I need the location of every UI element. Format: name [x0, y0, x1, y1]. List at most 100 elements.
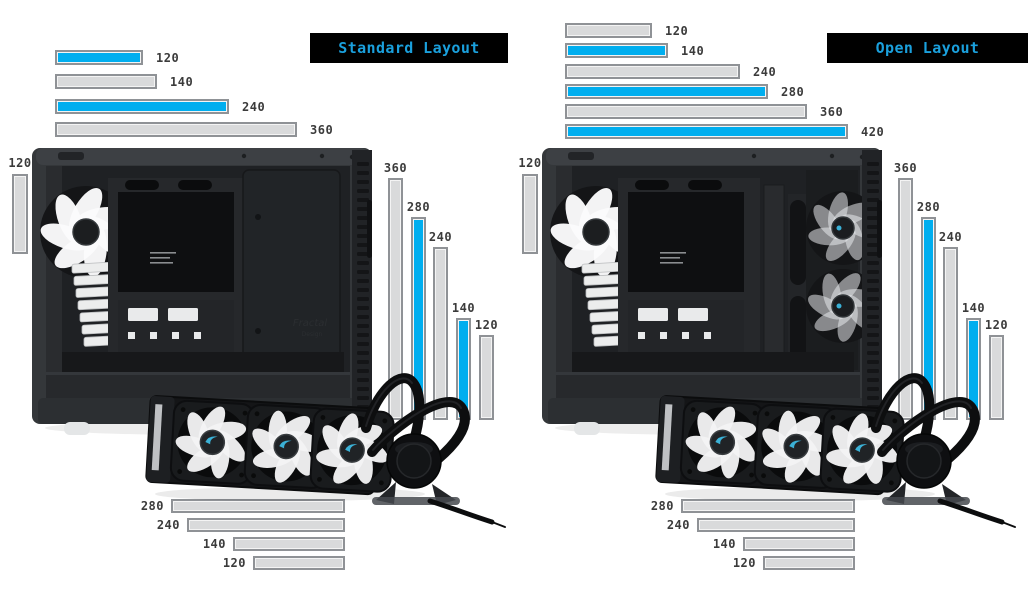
- open-front-bar-120: [989, 335, 1004, 420]
- standard-top-bar-120: [55, 50, 143, 65]
- open-bottom-bar-240: [697, 518, 855, 532]
- open-top-bar-label-140: 140: [681, 43, 705, 58]
- case-shadow: [45, 421, 375, 435]
- radiator-fan: [243, 403, 329, 489]
- motherboard-tray: [618, 178, 760, 396]
- motherboard-tray: [108, 178, 250, 396]
- open-bottom-bar-120: [763, 556, 855, 570]
- standard-top-bar-140: [55, 74, 157, 89]
- standard-front-bar-240: [433, 247, 448, 420]
- radiator-fan: [169, 399, 255, 485]
- center-bracket-column: [253, 184, 298, 394]
- open-front-bar-label-360: 360: [893, 161, 918, 175]
- rear-exhaust-fan: [40, 186, 132, 278]
- case-interior: [556, 166, 860, 400]
- front-vent-strip: [352, 150, 372, 422]
- standard-front-bar-280: [411, 217, 426, 420]
- standard-front-bar-140: [456, 318, 471, 420]
- open-top-bar-280: [565, 84, 768, 99]
- open-bottom-bar-label-140: 140: [712, 537, 736, 551]
- radiator-fan: [679, 399, 765, 485]
- standard-front-bar-label-140: 140: [451, 301, 476, 315]
- rear-wall: [46, 166, 62, 400]
- case-bottom-band: [38, 398, 368, 424]
- open-top-bar-140: [565, 43, 668, 58]
- open-front-bar-label-280: 280: [916, 200, 941, 214]
- radiator-fan: [309, 407, 395, 493]
- standard-top-bar-label-140: 140: [170, 74, 194, 89]
- standard-front-bar-label-360: 360: [383, 161, 408, 175]
- open-bottom-bar-label-280: 280: [650, 499, 674, 513]
- center-bracket-column: [763, 184, 808, 394]
- open-front-bar-label-140: 140: [961, 301, 986, 315]
- case-top-panel: [546, 148, 878, 165]
- case-top-panel: [36, 148, 368, 165]
- pci-slot-covers: [581, 261, 626, 347]
- svg-text:Design: Design: [302, 331, 323, 338]
- standard-front-bar-label-240: 240: [428, 230, 453, 244]
- open-bottom-bar-140: [743, 537, 855, 551]
- standard-bottom-bar-140: [233, 537, 345, 551]
- svg-text:Fractal: Fractal: [293, 318, 328, 329]
- open-front-bar-360: [898, 178, 913, 420]
- open-top-bar-360: [565, 104, 807, 119]
- open-top-bar-label-360: 360: [820, 104, 844, 119]
- standard-top-bar-240: [55, 99, 229, 114]
- rear-exhaust-fan: [550, 186, 642, 278]
- open-top-bar-label-280: 280: [781, 84, 805, 99]
- standard-top-bar-label-120: 120: [156, 50, 180, 65]
- standard-front-bar-label-120: 120: [474, 318, 499, 332]
- front-intake-fan: [806, 269, 880, 343]
- standard-bottom-bar-240: [187, 518, 345, 532]
- pump-cable: [937, 498, 1005, 525]
- open-front-fan-mounts: [806, 170, 880, 370]
- standard-top-bar-label-360: 360: [310, 122, 334, 137]
- case-body: [542, 148, 885, 435]
- aio-radiator: [145, 395, 395, 496]
- case-floor: [62, 352, 344, 374]
- standard-top-bar-label-240: 240: [242, 99, 266, 114]
- pump-cable: [427, 498, 495, 525]
- radiator-fan: [753, 403, 839, 489]
- psu-shroud: [46, 372, 350, 400]
- open-front-bar-label-240: 240: [938, 230, 963, 244]
- aio-radiator: [655, 395, 905, 496]
- aio-pump: [372, 433, 506, 528]
- open-top-bar-label-120: 120: [665, 23, 689, 38]
- standard-bottom-bar-label-140: 140: [202, 537, 226, 551]
- front-intake-fan: [806, 191, 880, 265]
- standard-bottom-bar-280: [171, 499, 345, 513]
- case-shadow: [555, 421, 885, 435]
- standard-bottom-bar-label-120: 120: [222, 556, 246, 570]
- aio-pump: [882, 433, 1016, 528]
- front-cover-panel: Fractal Design: [242, 169, 341, 369]
- rear-wall: [556, 166, 572, 400]
- standard-top-bar-360: [55, 122, 297, 137]
- case-interior: [46, 166, 350, 400]
- pci-slot-covers: [71, 261, 116, 347]
- open-bottom-bar-label-240: 240: [666, 518, 690, 532]
- open-front-bar-140: [966, 318, 981, 420]
- radiator-fan: [819, 407, 905, 493]
- front-vent-strip: [862, 150, 882, 422]
- standard-front-bar-360: [388, 178, 403, 420]
- case-floor: [572, 352, 854, 374]
- standard-bottom-bar-label-280: 280: [140, 499, 164, 513]
- open-bottom-bar-280: [681, 499, 855, 513]
- open-rear-bar-label-120: 120: [518, 156, 542, 170]
- case-foot: [64, 422, 90, 435]
- standard-bottom-bar-120: [253, 556, 345, 570]
- open-top-bar-240: [565, 64, 740, 79]
- case-bottom-band: [548, 398, 878, 424]
- case-foot: [574, 422, 600, 435]
- open-front-bar-label-120: 120: [984, 318, 1009, 332]
- open-front-bar-280: [921, 217, 936, 420]
- psu-shroud: [556, 372, 860, 400]
- case-body: Fractal Design: [32, 148, 375, 435]
- open-top-bar-420: [565, 124, 848, 139]
- standard-front-bar-label-280: 280: [406, 200, 431, 214]
- standard-rear-bar-120: [12, 174, 28, 254]
- standard-front-bar-120: [479, 335, 494, 420]
